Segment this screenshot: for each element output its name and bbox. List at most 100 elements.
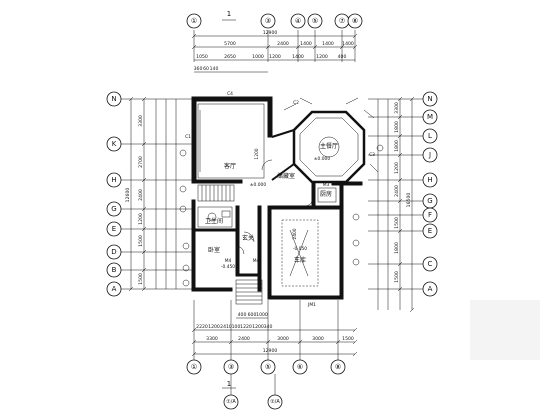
dim-bot-r2-1: 1200 [208,324,220,330]
axis-label-bottom-5: ⑤ [265,363,271,371]
label-c1: C4 [227,91,233,97]
dim-bot-r2-3: 100 [232,324,241,330]
dim-top-r2-4: 1400 [292,54,304,60]
spot-dim-1: 1200 [254,148,260,159]
dim-left-r1-2: 2400 [138,189,144,201]
dim-top-r2-5: 1200 [316,54,328,60]
dim-top-r3-1: 60 [203,66,209,72]
dim-top-r3-0: 360 [194,66,203,72]
dim-top-r3-2: 140 [210,66,219,72]
top-axis-bubbles: ① ③ ④ ⑤ ⑦ ⑧ 1 [186,10,363,62]
axis-label-top-8: ⑧ [352,17,358,25]
axis-label-right-A: A [428,285,433,293]
dim-bot-total: 12900 [263,348,278,354]
section-mark-top: 1 [227,10,231,18]
bottom-axis-bubbles: ① ③ ⑤ ⑥ ⑧ ①/A ②/A 1 [186,300,346,410]
room-bath: 卫生间 [205,217,223,225]
axis-bubble-bottom-sub-2 [267,394,283,410]
axis-label-bottom-3: ③ [228,363,234,371]
dim-bot-r3-2: 1000 [256,312,268,318]
axis-bubble-top-1 [186,13,202,29]
dim-top-r2-0: 1050 [196,54,208,60]
axis-label-bottom-1: ① [191,363,197,371]
dim-left-r1-1: 2700 [138,156,144,168]
axis-label-bottom-sub-1: ①/A [226,399,236,405]
label-d4: M3 [323,182,330,188]
dim-right-r1-2: 1800 [394,140,400,152]
building-walls [191,96,366,305]
dim-top-r1-1: 2400 [277,41,289,47]
axis-bubble-top-5 [307,13,323,29]
dim-bot-r3-0: 400 [238,312,247,318]
dim-bot-r1-2: 3000 [277,336,289,342]
axis-label-top-3: ③ [265,17,271,25]
axis-label-left-K: K [112,140,117,148]
dim-bot-r1-4: 1500 [342,336,354,342]
staircase [197,184,235,202]
top-dimensions: 12900 5700 2400 1400 1400 1400 1050 2650… [191,30,358,73]
dim-left-r1-3: 1200 [138,213,144,225]
label-c4: C3 [369,152,375,158]
axis-label-right-G: G [427,197,432,205]
dim-bot-r3-1: 600 [248,312,257,318]
axis-bubble-top-4 [290,13,306,29]
level-3: -0.050 [293,246,307,252]
label-d1: M4 [225,258,232,264]
dim-top-r1-2: 1400 [300,41,312,47]
dim-top-r2-1: 2650 [224,54,236,60]
annotations: C4 C1 C2 C3 M4 M4 JM1 M3 -0.450 ±0.000 -… [185,91,375,308]
dim-bot-r2-4: 1220 [240,324,252,330]
dim-top-r1-4: 1400 [342,41,354,47]
axis-label-left-G: G [111,205,116,213]
axis-label-left-D: D [111,248,116,256]
dim-bot-r2-5: 1200 [252,324,264,330]
right-dimensions: 16500 3300 1800 1800 1200 2400 1500 1800… [377,96,415,313]
axis-label-right-N: N [427,95,432,103]
axis-label-left-N: N [111,95,116,103]
left-axis-bubbles: N K H G E D B A [106,91,192,297]
axis-label-left-E: E [112,225,116,233]
dim-right-r1-7: 1500 [394,271,400,283]
axis-label-top-7: ⑦ [339,17,345,25]
label-c2: C1 [185,134,191,140]
axis-label-left-B: B [112,266,117,274]
axis-label-right-H: H [427,176,432,184]
bottom-dimensions: 2220 1200 2410 100 1220 1200 340 3300 24… [191,312,358,357]
level-2: ±0.000 [250,182,266,188]
axis-label-right-F: F [428,211,432,219]
interior-details [179,97,384,287]
label-c3: C2 [293,100,299,106]
dim-right-r1-4: 2400 [394,185,400,197]
axis-label-right-E: E [428,227,432,235]
left-dimensions: 12600 3300 2700 2400 1200 1500 1500 [125,96,177,292]
dim-bot-r1-3: 3000 [312,336,324,342]
watermark [470,300,540,360]
dim-top-r1-3: 1400 [322,41,334,47]
dim-right-r1-3: 1200 [394,162,400,174]
room-labels: 客厅 主餐厅 厨房 车库 卧室 玄关 储藏室 卫生间 [205,142,338,264]
spot-dim-2: 2400 [292,228,298,239]
axis-label-right-L: L [428,132,432,140]
axis-bubble-bottom-1 [186,359,202,375]
axis-bubble-bottom-5 [260,359,276,375]
axis-label-left-A: A [112,285,117,293]
axis-label-top-1: ① [191,17,197,25]
dim-right-r1-0: 3300 [394,102,400,114]
level-1: -0.450 [221,264,235,270]
axis-bubble-bottom-6 [292,359,308,375]
dim-top-r1-0: 5700 [224,41,236,47]
axis-label-right-J: J [428,151,431,159]
dim-left-r1-5: 1500 [138,273,144,285]
axis-label-top-5: ⑤ [312,17,318,25]
dim-top-r2-3: 1200 [269,54,281,60]
room-garage: 车库 [294,256,306,264]
dim-right-total: 16500 [406,193,412,208]
axis-bubble-top-3 [260,13,276,29]
dim-top-total: 12900 [263,30,278,36]
section-mark-bottom: 1 [227,380,231,388]
level-4: ±0.000 [314,156,330,162]
dim-right-r1-1: 1800 [394,121,400,133]
dim-bot-r1-0: 3300 [206,336,218,342]
room-kitchen: 厨房 [320,190,332,198]
